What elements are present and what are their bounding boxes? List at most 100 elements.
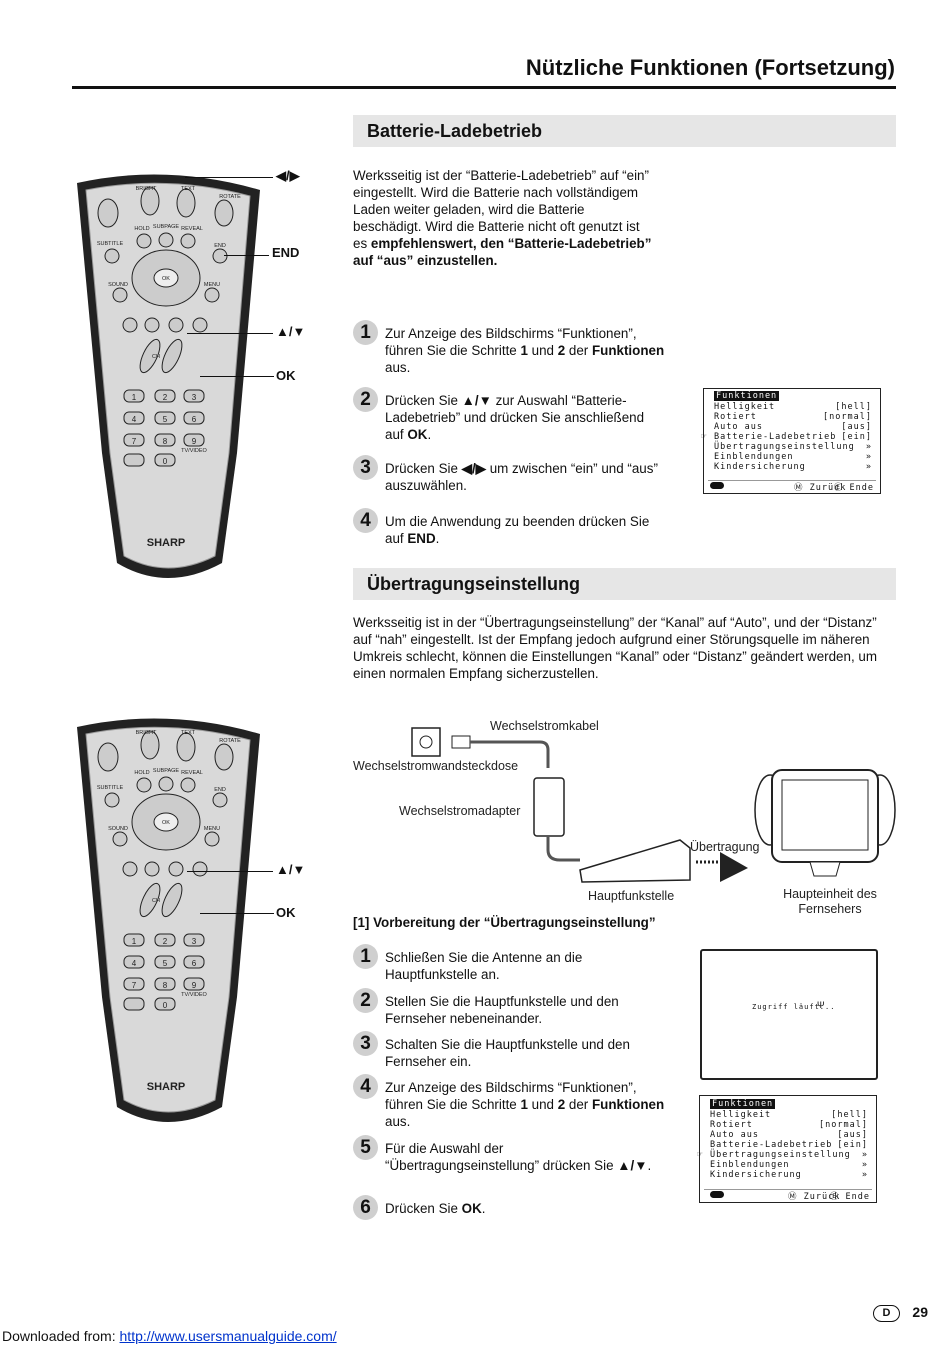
svg-text:3: 3	[192, 393, 197, 402]
osd-row: Batterie-Ladebetrieb[ein]	[710, 1140, 868, 1150]
svg-text:BRIGHT: BRIGHT	[136, 730, 157, 736]
svg-text:CH: CH	[152, 898, 160, 904]
svg-text:REVEAL: REVEAL	[181, 226, 203, 232]
osd-row: Auto aus[aus]	[710, 1130, 868, 1140]
sub-heading-preparation: [1] Vorbereitung der “Übertragungseinste…	[353, 915, 656, 930]
battery-intro: Werksseitig ist der “Batterie-Ladebetrie…	[353, 167, 653, 269]
svg-text:1: 1	[132, 937, 137, 946]
svg-text:OK: OK	[162, 820, 170, 826]
title-rule	[72, 86, 896, 89]
svg-text:2: 2	[163, 937, 168, 946]
battery-intro-text: Werksseitig ist der “Batterie-Ladebetrie…	[353, 168, 649, 251]
osd-header: Funktionen	[710, 1099, 776, 1109]
svg-text:4: 4	[132, 959, 137, 968]
osd-row: Einblendungen»	[710, 1160, 868, 1170]
svg-text:9: 9	[192, 981, 197, 990]
step-text: Um die Anwendung zu beenden drücken Sie …	[385, 514, 650, 546]
svg-text:SOUND: SOUND	[108, 826, 128, 832]
svg-text:SOUND: SOUND	[108, 282, 128, 288]
pointer-hand-icon: ☞	[701, 432, 708, 442]
svg-text:END: END	[214, 243, 226, 249]
transmission-intro: Werksseitig ist in der “Übertragungseins…	[353, 615, 877, 681]
osd-footer-end: Ⓔ Ende	[833, 483, 874, 493]
callout-line	[185, 177, 273, 178]
svg-text:9: 9	[192, 437, 197, 446]
svg-text:7: 7	[132, 981, 137, 990]
step-text: Zur Anzeige des Bildschirms “Funktionen”…	[385, 326, 665, 375]
svg-text:5: 5	[163, 415, 168, 424]
osd-footer-back: Ⓜ Zurück	[788, 1192, 841, 1202]
svg-text:BRIGHT: BRIGHT	[136, 186, 157, 192]
svg-text:REVEAL: REVEAL	[181, 770, 203, 776]
svg-text:7: 7	[132, 437, 137, 446]
antenna-icon: Ψ	[817, 1000, 825, 1010]
svg-text:SUBTITLE: SUBTITLE	[97, 241, 124, 247]
osd-menu-battery: Funktionen Helligkeit[hell] Rotiert[norm…	[701, 388, 881, 494]
osd-row: Rotiert[normal]	[710, 1120, 868, 1130]
remote-control-illustration: 1 2 3 4 5 6 7 8 9 0 BRIGHT TEXT ROTATE HOLD SUBPA…	[77, 718, 260, 1122]
svg-text:TV/VIDEO: TV/VIDEO	[181, 448, 207, 454]
callout-up-down: ▲/▼	[276, 862, 306, 877]
svg-text:HOLD: HOLD	[134, 226, 149, 232]
svg-text:ROTATE: ROTATE	[219, 194, 241, 200]
osd-row: Helligkeit[hell]	[714, 402, 872, 412]
svg-text:SHARP: SHARP	[147, 1081, 186, 1093]
section-title-transmission: Übertragungseinstellung	[353, 568, 896, 600]
step-number: 4	[353, 508, 378, 533]
svg-text:SUBTITLE: SUBTITLE	[97, 785, 124, 791]
step-number: 1	[353, 320, 378, 345]
callout-left-right: ◀/▶	[276, 168, 300, 183]
callout-ok: OK	[276, 905, 296, 920]
svg-text:MENU: MENU	[204, 826, 220, 832]
osd-row: Kindersicherung»	[710, 1170, 868, 1180]
svg-text:2: 2	[163, 393, 168, 402]
osd-footer: Ⓜ Zurück Ⓔ Ende	[708, 480, 876, 493]
label-transmission: Übertragung	[690, 840, 760, 854]
callout-ok: OK	[276, 368, 296, 383]
step-text: Drücken Sie ▲/▼ zur Auswahl “Batterie-La…	[385, 393, 645, 442]
osd-row: Helligkeit[hell]	[710, 1110, 868, 1120]
svg-text:SHARP: SHARP	[147, 537, 186, 549]
callout-up-down: ▲/▼	[276, 324, 306, 339]
svg-text:0: 0	[163, 1001, 168, 1010]
callout-line	[187, 871, 273, 872]
label-ac-cable: Wechselstromkabel	[490, 719, 599, 733]
svg-text:SUBPAGE: SUBPAGE	[153, 224, 180, 230]
access-screen: Zugriff läuft... Ψ	[700, 949, 878, 1080]
svg-text:5: 5	[163, 959, 168, 968]
language-badge: D	[873, 1305, 900, 1322]
svg-text:TEXT: TEXT	[181, 730, 196, 736]
osd-row: Auto aus[aus]	[714, 422, 872, 432]
svg-text:ROTATE: ROTATE	[219, 738, 241, 744]
remote-glyph-icon	[710, 482, 724, 489]
svg-text:6: 6	[192, 959, 197, 968]
connection-diagram	[411, 727, 896, 883]
svg-text:0: 0	[163, 457, 168, 466]
osd-footer-back: Ⓜ Zurück	[794, 483, 847, 493]
callout-line	[200, 913, 274, 914]
svg-text:3: 3	[192, 937, 197, 946]
osd-header: Funktionen	[714, 391, 780, 401]
svg-text:1: 1	[132, 393, 137, 402]
osd-menu-transmission: Funktionen Helligkeit[hell] Rotiert[norm…	[697, 1095, 877, 1203]
step-number: 2	[353, 387, 378, 412]
label-base-station: Hauptfunkstelle	[588, 889, 675, 903]
svg-text:SUBPAGE: SUBPAGE	[153, 768, 180, 774]
section-title-battery: Batterie-Ladebetrieb	[353, 115, 896, 147]
download-link[interactable]: http://www.usersmanualguide.com/	[119, 1328, 337, 1344]
download-source: Downloaded from: http://www.usersmanualg…	[2, 1328, 337, 1344]
svg-text:END: END	[214, 787, 226, 793]
step-text: Drücken Sie ◀/▶ um zwischen “ein” und “a…	[385, 461, 658, 493]
svg-text:TEXT: TEXT	[181, 186, 196, 192]
osd-row: Kindersicherung»	[714, 462, 872, 472]
download-label: Downloaded from:	[2, 1328, 120, 1344]
battery-intro-bold: empfehlenswert, den “Batterie-Ladebetrie…	[353, 236, 652, 268]
osd-row-selected: Batterie-Ladebetrieb[ein]	[714, 432, 872, 442]
callout-line	[200, 376, 274, 377]
svg-text:8: 8	[163, 981, 168, 990]
callout-end: END	[272, 245, 300, 260]
svg-text:HOLD: HOLD	[134, 770, 149, 776]
label-wall-outlet: Wechselstromwandsteckdose	[353, 759, 519, 773]
